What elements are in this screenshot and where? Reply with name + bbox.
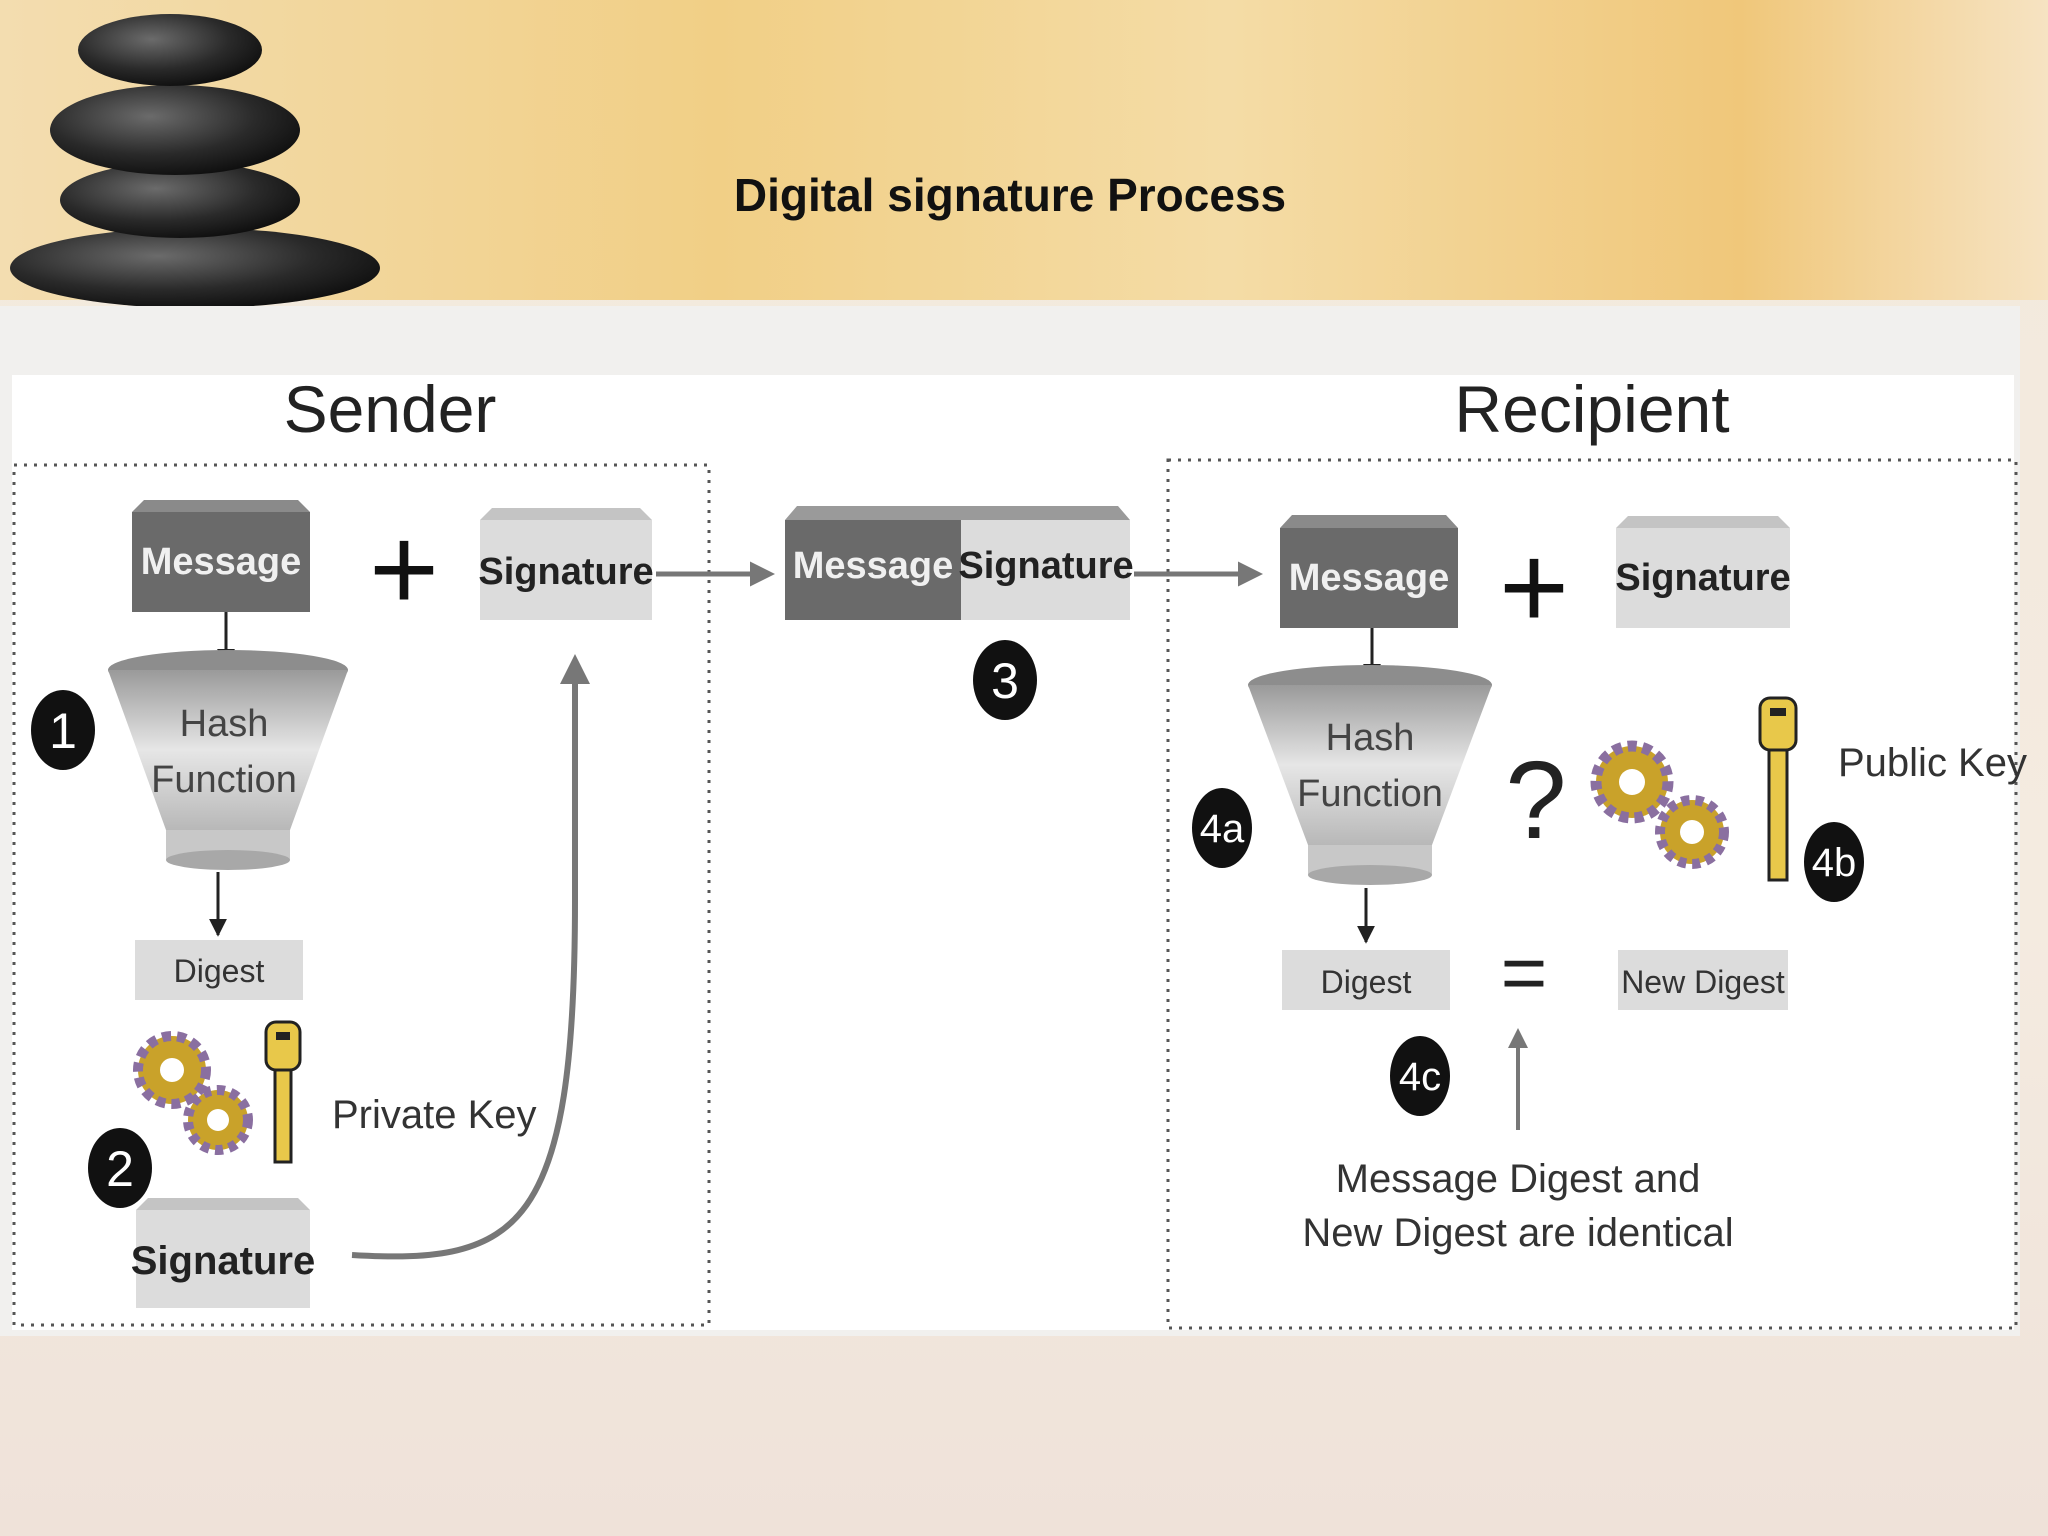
svg-text:Hash: Hash bbox=[1326, 717, 1415, 759]
sender-message-box: Message bbox=[132, 500, 310, 612]
plus-icon: + bbox=[1499, 520, 1569, 654]
stacked-stones-icon bbox=[10, 14, 380, 308]
step-4b-badge: 4b bbox=[1804, 822, 1864, 902]
svg-text:Signature: Signature bbox=[1615, 557, 1790, 599]
step-1-badge: 1 bbox=[31, 690, 95, 770]
svg-text:Message: Message bbox=[793, 545, 954, 587]
svg-text:Message: Message bbox=[1289, 557, 1450, 599]
svg-text:Digest: Digest bbox=[174, 953, 265, 989]
svg-text:Digest: Digest bbox=[1321, 964, 1412, 1000]
public-key-icon bbox=[1758, 696, 1798, 882]
sender-heading: Sender bbox=[284, 372, 497, 446]
recipient-heading: Recipient bbox=[1454, 372, 1729, 446]
svg-text:Function: Function bbox=[151, 759, 297, 801]
arrow-signature-up bbox=[351, 654, 590, 1260]
step-4a-badge: 4a bbox=[1192, 788, 1252, 868]
step-4c-badge: 4c bbox=[1390, 1036, 1450, 1116]
sender-signature-output-box: Signature bbox=[131, 1198, 315, 1308]
public-key-label: Public Key bbox=[1838, 741, 2027, 785]
svg-text:2: 2 bbox=[106, 1141, 134, 1197]
svg-text:4b: 4b bbox=[1812, 841, 1857, 885]
page-title: Digital signature Process bbox=[733, 169, 1287, 221]
plus-icon: + bbox=[369, 502, 439, 636]
svg-text:4c: 4c bbox=[1399, 1055, 1441, 1099]
recipient-new-digest-box: New Digest bbox=[1618, 950, 1788, 1010]
sender-signature-box: Signature bbox=[478, 508, 654, 620]
sender-frame bbox=[12, 463, 711, 1327]
step-2-badge: 2 bbox=[88, 1128, 152, 1208]
svg-text:New Digest: New Digest bbox=[1621, 964, 1785, 1000]
private-key-label: Private Key bbox=[332, 1093, 537, 1137]
svg-text:3: 3 bbox=[991, 653, 1019, 709]
transit-message-signature-box: Message Signature bbox=[785, 506, 1134, 620]
gear-icon bbox=[1590, 740, 1729, 869]
recipient-frame bbox=[1166, 458, 2018, 1330]
svg-text:Signature: Signature bbox=[958, 545, 1133, 587]
recipient-message-box: Message bbox=[1280, 515, 1458, 628]
sender-digest-box: Digest bbox=[135, 940, 303, 1000]
svg-text:Hash: Hash bbox=[180, 703, 269, 745]
equals-icon: = bbox=[1501, 928, 1548, 1017]
step-3-badge: 3 bbox=[973, 640, 1037, 720]
identical-note-line-2: New Digest are identical bbox=[1302, 1211, 1733, 1255]
recipient-signature-box: Signature bbox=[1615, 516, 1791, 628]
recipient-digest-box: Digest bbox=[1282, 950, 1450, 1010]
svg-text:4a: 4a bbox=[1200, 807, 1245, 851]
svg-text:Message: Message bbox=[141, 541, 302, 583]
question-mark-icon: ? bbox=[1505, 739, 1566, 862]
header-banner: Digital signature Process bbox=[0, 0, 2048, 308]
gear-icon bbox=[133, 1031, 253, 1155]
recipient-hash-function-funnel: Hash Function bbox=[1248, 665, 1492, 885]
private-key-icon bbox=[264, 1020, 302, 1164]
identical-note-line-1: Message Digest and bbox=[1336, 1157, 1701, 1201]
svg-text:Function: Function bbox=[1297, 773, 1443, 815]
sender-hash-function-funnel: Hash Function bbox=[108, 650, 348, 870]
svg-text:Signature: Signature bbox=[131, 1239, 315, 1283]
svg-text:1: 1 bbox=[49, 703, 77, 759]
svg-text:Signature: Signature bbox=[478, 551, 653, 593]
